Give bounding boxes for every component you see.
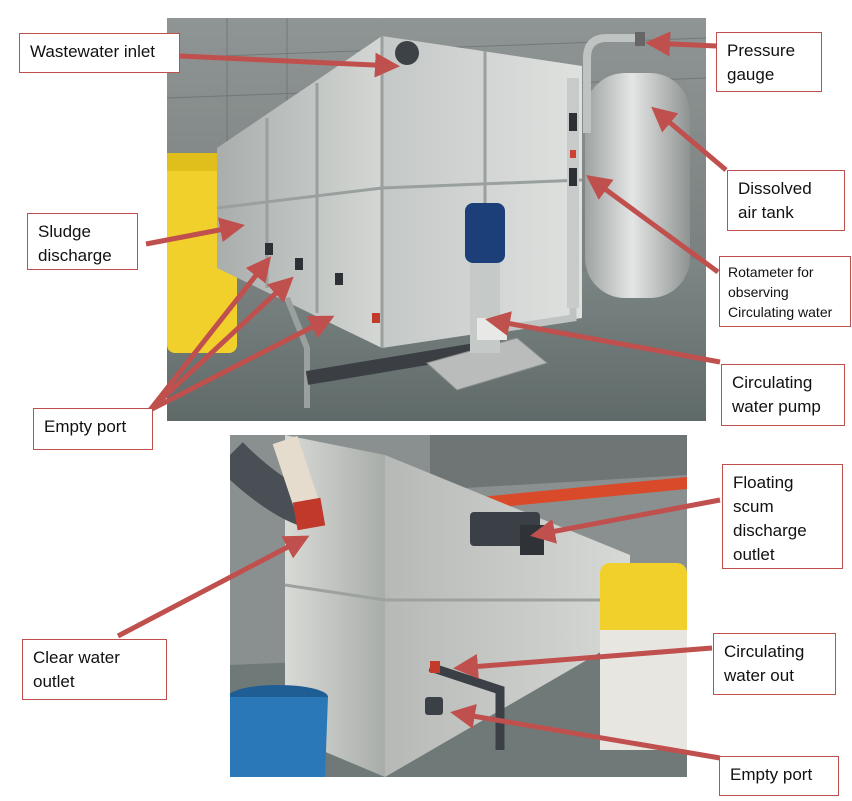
arrow-dissolved-air-tank bbox=[651, 106, 728, 172]
label-dissolved-air-tank: Dissolved air tank bbox=[727, 170, 845, 231]
label-clear-water-outlet: Clear water outlet bbox=[22, 639, 167, 700]
label-floating-scum: Floating scum discharge outlet bbox=[722, 464, 843, 569]
arrow-empty-port-2 bbox=[148, 276, 294, 412]
arrow-circulating-water-out bbox=[453, 645, 713, 679]
arrow-wastewater-inlet bbox=[179, 52, 400, 78]
arrow-rotameter bbox=[585, 175, 720, 275]
label-empty-port-bottom: Empty port bbox=[719, 756, 839, 796]
arrow-floating-scum bbox=[530, 497, 721, 544]
arrow-sludge-discharge bbox=[145, 217, 245, 247]
arrow-empty-port-bottom bbox=[450, 704, 721, 761]
arrow-pressure-gauge bbox=[645, 31, 717, 57]
label-circulating-water-pump: Circulating water pump bbox=[721, 364, 845, 426]
label-wastewater-inlet: Wastewater inlet bbox=[19, 33, 180, 73]
arrow-clear-water-outlet bbox=[116, 535, 310, 639]
arrow-empty-port-1 bbox=[148, 256, 272, 412]
label-sludge-discharge: Sludge discharge bbox=[27, 213, 138, 270]
label-pressure-gauge: Pressure gauge bbox=[716, 32, 822, 92]
label-empty-port-top: Empty port bbox=[33, 408, 153, 450]
label-rotameter: Rotameter for observing Circulating wate… bbox=[719, 256, 851, 327]
arrow-circulating-water-pump bbox=[485, 311, 721, 365]
photo-daf-outlet-side bbox=[230, 435, 687, 777]
label-circulating-water-out: Circulating water out bbox=[713, 633, 836, 695]
arrow-empty-port-3 bbox=[148, 315, 335, 413]
